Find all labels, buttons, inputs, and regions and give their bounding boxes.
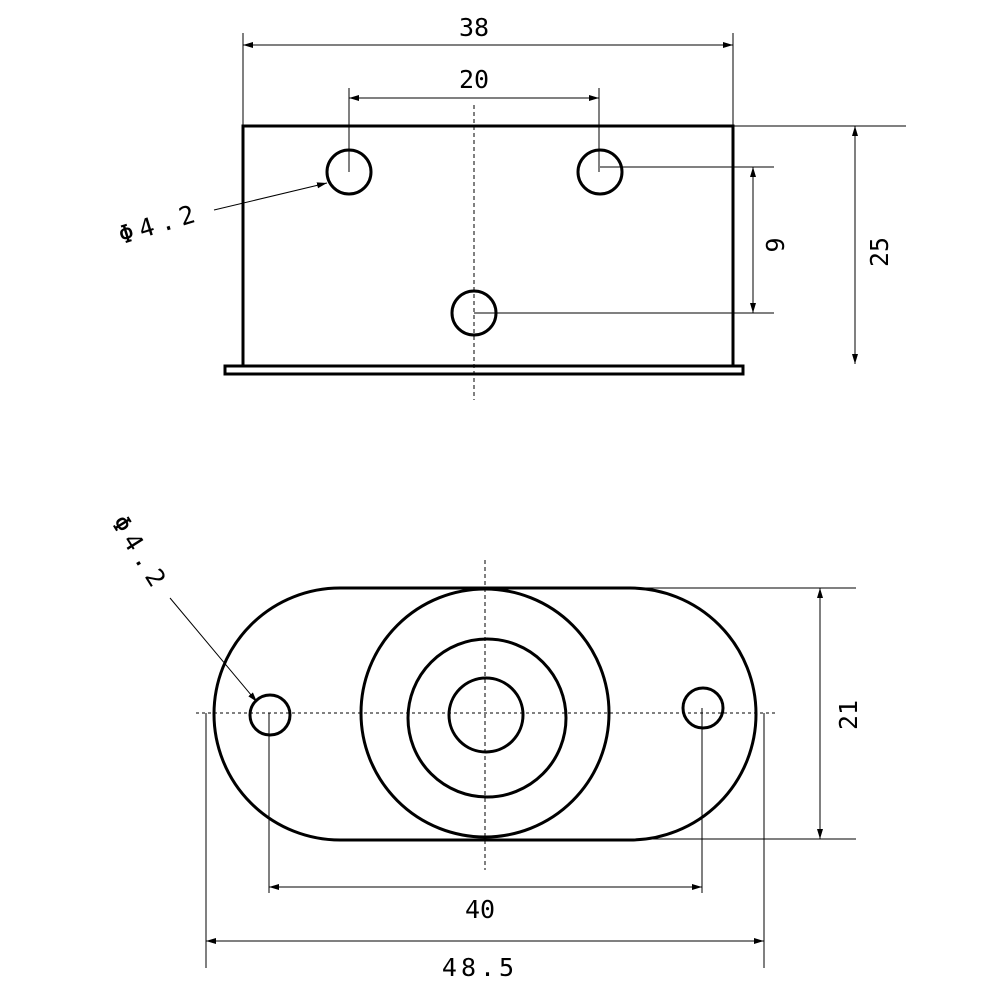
dim-label-9: 9 [761,237,790,252]
dim-label-40: 40 [465,895,495,924]
inner-ring [447,676,525,754]
dim-label-20: 20 [459,65,489,94]
top-view-outline [241,124,735,366]
hole-callout-bottom: Φ4.2 [106,510,175,597]
dim-label-38: 38 [459,13,489,42]
top-view: 38 20 9 25 Φ4.2 [115,13,906,400]
top-hole-right [576,148,624,196]
outer-ring [359,587,611,839]
leader-line-bottom-callout [169,597,258,703]
bottom-hole-left [248,693,292,737]
bottom-view: Φ4.2 21 40 48.5 [106,510,863,982]
top-view-flange [223,364,745,376]
dim-label-48-5: 48.5 [442,953,518,982]
bottom-view-outline [212,586,758,842]
middle-ring [406,637,568,799]
dim-label-25: 25 [865,237,894,267]
bottom-hole-right [681,686,725,730]
hole-callout-top: Φ4.2 [115,198,204,250]
leader-line-top-callout [213,182,328,211]
dim-label-21: 21 [834,700,863,730]
